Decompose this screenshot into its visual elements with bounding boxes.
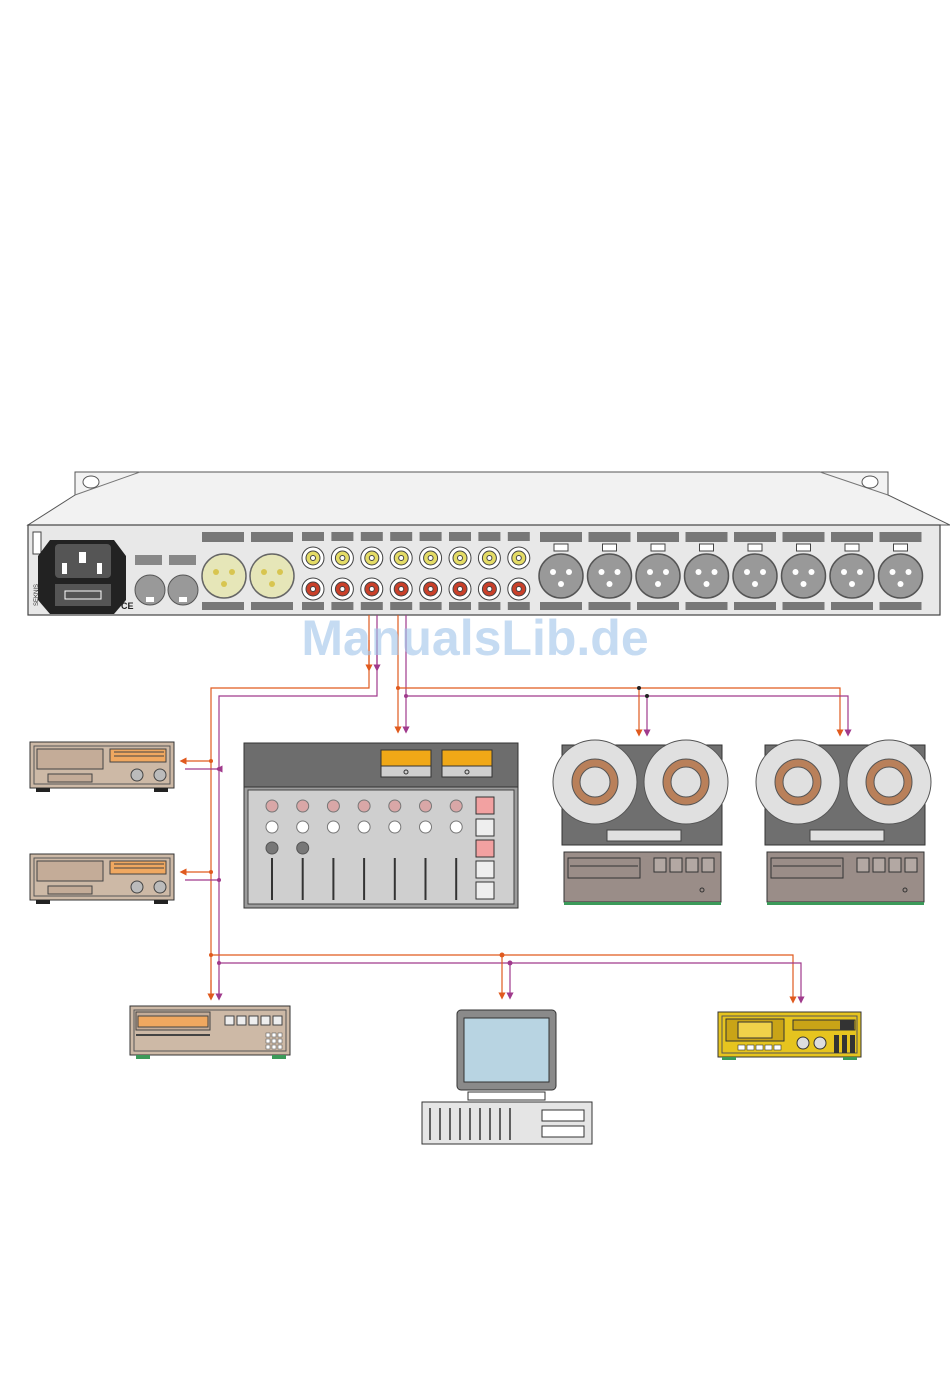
xlr-label-plate: [637, 602, 679, 610]
mixer-knob: [266, 842, 278, 854]
mixer-knob: [450, 800, 462, 812]
ce-mark: CE: [121, 601, 134, 611]
mixer-knob: [327, 821, 339, 833]
tape-head-cover: [810, 830, 884, 841]
rca-label-plate: [331, 602, 353, 610]
xlr-output-jack: [782, 554, 826, 598]
rca-label-plate: [361, 602, 383, 610]
rca-label-plate: [361, 532, 383, 541]
rca-label-plate: [390, 532, 412, 541]
reel-to-reel-2: [756, 740, 931, 905]
xlr-label-plate: [686, 602, 728, 610]
xlr-label-plate: [637, 532, 679, 542]
xlr-output-jack: [879, 554, 923, 598]
xlr-label-plate: [880, 602, 922, 610]
xlr-label-plate: [589, 532, 631, 542]
xlr-output-jack: [685, 554, 729, 598]
rca-label-plate: [420, 602, 442, 610]
mixer-knob: [266, 800, 278, 812]
rca-label-plate: [449, 602, 471, 610]
xlr-label-plate: [831, 532, 873, 542]
mixer-knob: [420, 821, 432, 833]
transport-button: [873, 858, 885, 872]
tape-display: [568, 858, 640, 878]
rca-label-plate: [478, 532, 500, 541]
tape-display: [771, 858, 843, 878]
xlr-label-plate: [540, 602, 582, 610]
transport-button: [857, 858, 869, 872]
mixer-knob: [450, 821, 462, 833]
mixer-knob: [297, 821, 309, 833]
rca-label-plate: [478, 602, 500, 610]
xlr-label-plate: [734, 602, 776, 610]
watermark: ManualsLib.de: [301, 610, 648, 666]
transport-button: [905, 858, 917, 872]
mixer-knob: [389, 821, 401, 833]
xlr-label-plate: [783, 532, 825, 542]
transport-button: [670, 858, 682, 872]
xlr-output-jack: [830, 554, 874, 598]
xlr-output-jack: [636, 554, 680, 598]
rca-label-plate: [302, 602, 324, 610]
xlr-label-plate: [783, 602, 825, 610]
mixer-knob: [266, 821, 278, 833]
rca-label-plate: [331, 532, 353, 541]
xlr-output-jack: [733, 554, 777, 598]
computer: [422, 1010, 592, 1144]
rca-label-plate: [508, 602, 530, 610]
mixing-console: [244, 743, 518, 908]
transport-button: [686, 858, 698, 872]
mixer-knob: [297, 800, 309, 812]
tape-head-cover: [607, 830, 681, 841]
power-inlet: [38, 540, 126, 614]
mixer-knob: [420, 800, 432, 812]
transport-button: [889, 858, 901, 872]
reel-to-reel-1: [553, 740, 728, 905]
dat-recorder-1: [30, 742, 174, 792]
transport-button: [702, 858, 714, 872]
rca-label-plate: [508, 532, 530, 541]
dat-recorder-2: [30, 854, 174, 904]
mixer-knob: [327, 800, 339, 812]
xlr-label-plate: [540, 532, 582, 542]
rca-label-plate: [420, 532, 442, 541]
xlr-label-plate: [880, 532, 922, 542]
rca-label-plate: [302, 532, 324, 541]
mixer-knob: [389, 800, 401, 812]
cd-recorder: [130, 1006, 290, 1059]
rca-label-plate: [449, 532, 471, 541]
rack-unit: SEKNIS CE: [28, 472, 950, 615]
transport-button: [654, 858, 666, 872]
xlr-label-plate: [686, 532, 728, 542]
xlr-label-plate: [734, 532, 776, 542]
mixer-knob: [358, 821, 370, 833]
xlr-label-plate: [589, 602, 631, 610]
mixer-knob: [358, 800, 370, 812]
mini-disc: [718, 1012, 861, 1060]
mixer-knob: [297, 842, 309, 854]
xlr-output-jack: [588, 554, 632, 598]
xlr-output-jack: [539, 554, 583, 598]
xlr-label-plate: [831, 602, 873, 610]
rca-label-plate: [390, 602, 412, 610]
